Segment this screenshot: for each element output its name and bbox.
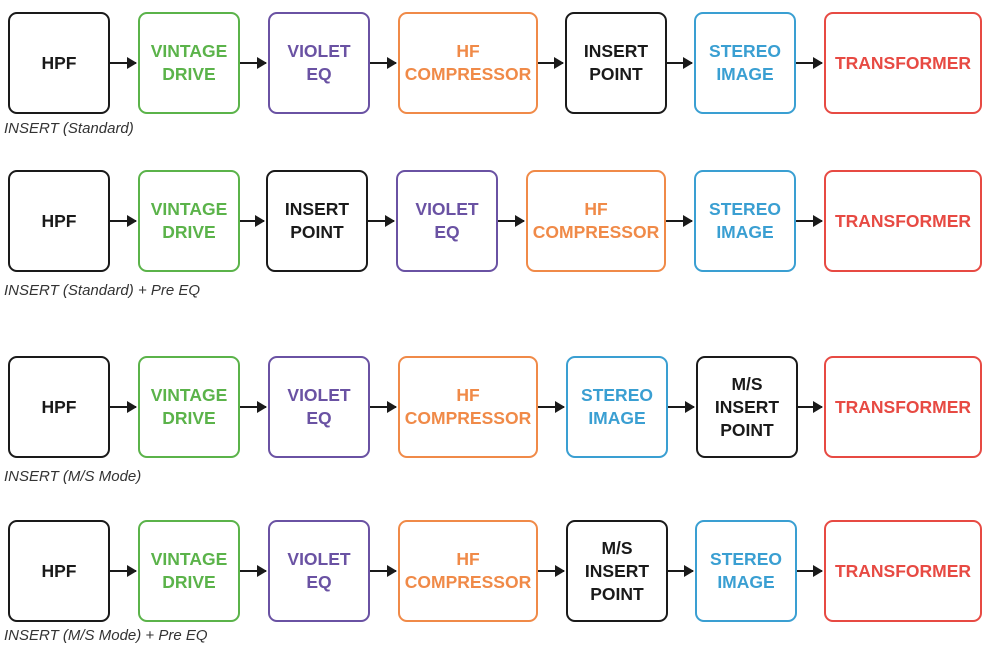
stereo-image-block: STEREO IMAGE (694, 170, 796, 272)
flow-arrow (798, 401, 823, 413)
hpf-block: HPF (8, 356, 110, 458)
vintage-drive-block: VINTAGE DRIVE (138, 356, 240, 458)
hpf-block: HPF (8, 170, 110, 272)
m-s-insert-point-block: M/S INSERT POINT (566, 520, 668, 622)
hf-compressor-block: HF COMPRESSOR (398, 12, 538, 114)
flow-arrow (240, 565, 267, 577)
chain-caption: INSERT (Standard) (4, 120, 134, 137)
hf-compressor-block: HF COMPRESSOR (398, 520, 538, 622)
flow-arrow (498, 215, 525, 227)
hf-compressor-block: HF COMPRESSOR (398, 356, 538, 458)
vintage-drive-block: VINTAGE DRIVE (138, 12, 240, 114)
flow-arrow (110, 215, 137, 227)
flow-arrow (110, 565, 137, 577)
flow-arrow (240, 215, 265, 227)
flow-arrow (110, 57, 137, 69)
violet-eq-block: VIOLET EQ (396, 170, 498, 272)
flow-arrow (796, 215, 823, 227)
flow-arrow (538, 57, 564, 69)
violet-eq-block: VIOLET EQ (268, 12, 370, 114)
flow-arrow (370, 401, 397, 413)
hpf-block: HPF (8, 12, 110, 114)
flow-arrow (538, 401, 565, 413)
flow-arrow (668, 565, 694, 577)
chain-caption: INSERT (M/S Mode) + Pre EQ (4, 627, 208, 644)
transformer-block: TRANSFORMER (824, 356, 982, 458)
flow-arrow (668, 401, 695, 413)
flow-arrow (666, 215, 693, 227)
flow-arrow (667, 57, 693, 69)
violet-eq-block: VIOLET EQ (268, 356, 370, 458)
violet-eq-block: VIOLET EQ (268, 520, 370, 622)
flow-arrow (240, 401, 267, 413)
hf-compressor-block: HF COMPRESSOR (526, 170, 666, 272)
flow-arrow (368, 215, 395, 227)
stereo-image-block: STEREO IMAGE (566, 356, 668, 458)
insert-point-block: INSERT POINT (565, 12, 667, 114)
stereo-image-block: STEREO IMAGE (694, 12, 796, 114)
m-s-insert-point-block: M/S INSERT POINT (696, 356, 798, 458)
chain-caption: INSERT (M/S Mode) (4, 468, 142, 485)
flow-arrow (110, 401, 137, 413)
hpf-block: HPF (8, 520, 110, 622)
flow-arrow (370, 565, 397, 577)
flow-arrow (538, 565, 565, 577)
transformer-block: TRANSFORMER (824, 520, 982, 622)
stereo-image-block: STEREO IMAGE (695, 520, 797, 622)
flow-arrow (797, 565, 823, 577)
flow-arrow (240, 57, 267, 69)
flow-arrow (370, 57, 397, 69)
chain-caption: INSERT (Standard) + Pre EQ (4, 282, 201, 299)
transformer-block: TRANSFORMER (824, 12, 982, 114)
insert-point-block: INSERT POINT (266, 170, 368, 272)
transformer-block: TRANSFORMER (824, 170, 982, 272)
vintage-drive-block: VINTAGE DRIVE (138, 520, 240, 622)
flow-arrow (796, 57, 823, 69)
vintage-drive-block: VINTAGE DRIVE (138, 170, 240, 272)
